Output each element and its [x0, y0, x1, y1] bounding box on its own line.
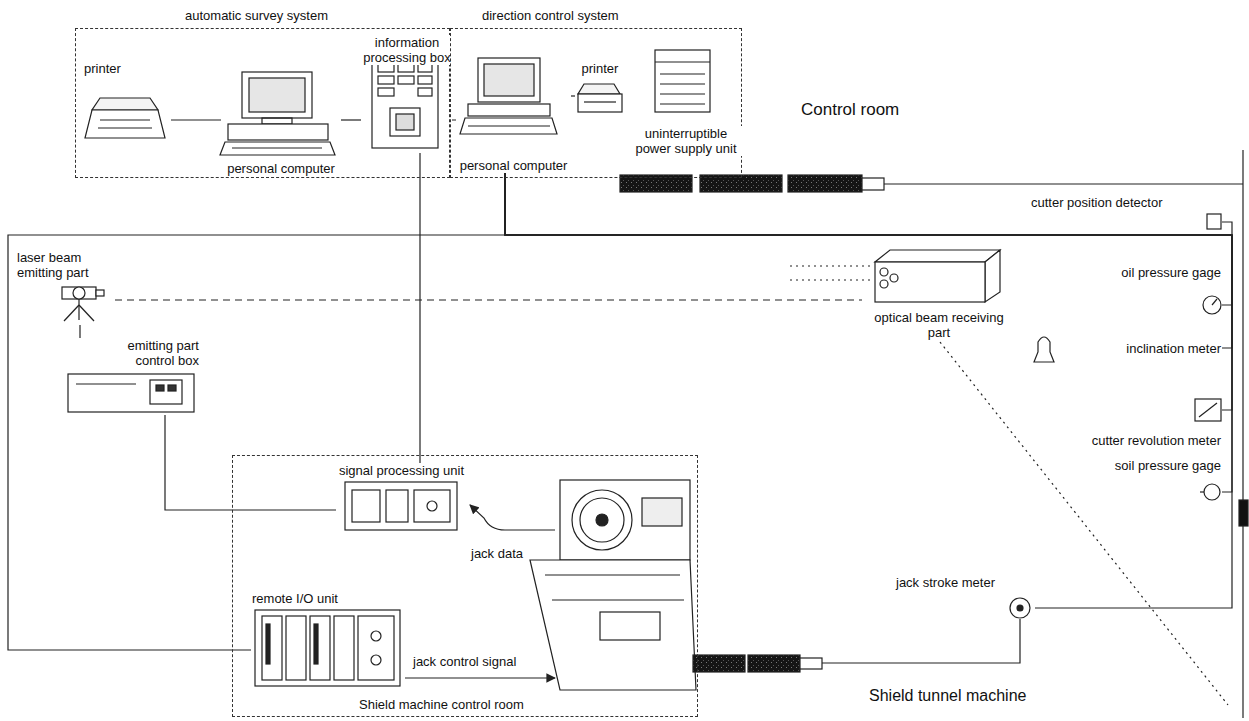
device-label: remote I/O unit [251, 591, 339, 606]
signal-wire [8, 173, 505, 650]
group-title: Shield machine control room [358, 697, 525, 712]
device-node: cutter revolution meter [1075, 395, 1222, 448]
cutter-face [1239, 500, 1248, 526]
machine-label: Shield tunnel machine [868, 686, 1027, 705]
signal-wire [171, 119, 221, 120]
machine-wall [1242, 150, 1243, 718]
device-label: emitting part control box [103, 338, 200, 368]
device-node: information processing box [361, 35, 453, 153]
device-node: cutter position detector [1030, 195, 1222, 230]
jack-data-arrow [470, 505, 555, 530]
device-label: cutter position detector [1030, 195, 1164, 210]
device-label: jack stroke meter [895, 575, 996, 590]
device-label: printer [581, 61, 620, 76]
detector-icon [1207, 214, 1221, 229]
device-node: jack stroke meter [895, 575, 1035, 625]
stroke-meter-icon [1010, 598, 1030, 618]
signal-wire [505, 173, 1232, 608]
signal-wire [452, 119, 456, 120]
device-node: optical beam receiving part [862, 245, 1016, 340]
device-node: personal computer [456, 51, 571, 173]
device-label: personal computer [459, 158, 569, 173]
group-region: printer personal computer information proc… [75, 28, 450, 178]
device-label: uninterruptible power supply unit [629, 126, 743, 156]
device-label: printer [83, 61, 122, 76]
laser-emitter-icon [62, 287, 104, 321]
device-label: soil pressure gage [1114, 458, 1222, 473]
printer-icon [578, 84, 622, 112]
device-node: remote I/O unit [251, 591, 406, 691]
device-label: optical beam receiving part [862, 310, 1016, 340]
gauge-icon [1200, 484, 1220, 500]
device-node: emitting part control box [60, 338, 200, 415]
group-region: personal computer printer uninterruptible … [450, 28, 742, 178]
processing-box-icon [372, 58, 438, 148]
signal-wire [505, 173, 1232, 348]
device-node: personal computer [221, 69, 341, 176]
signal-label: jack control signal [412, 654, 517, 670]
device-node: uninterruptible power supply unit [629, 41, 743, 156]
gauge-icon [1203, 296, 1221, 314]
device-node: soil pressure gage [1095, 458, 1222, 508]
group-title: automatic survey system [184, 8, 329, 23]
signal-wire [341, 119, 361, 120]
signal-wire [165, 415, 336, 510]
device-node: laser beam emitting part [16, 250, 115, 325]
beam-dotted [790, 266, 1228, 705]
computer-icon [460, 58, 557, 134]
jack-bar [693, 619, 1020, 672]
device-node: printer [575, 61, 625, 121]
printer-icon [85, 98, 165, 138]
remote-io-icon [255, 610, 400, 686]
group-title: direction control system [481, 8, 620, 23]
signal-wire [79, 325, 80, 338]
signal-wire [419, 153, 420, 463]
room-label: Control room [800, 100, 900, 120]
signal-unit-icon [345, 482, 457, 530]
device-label: personal computer [226, 161, 336, 176]
jack-signal-arrow [405, 677, 555, 678]
device-label: inclination meter [1125, 341, 1222, 356]
signal-label: jack data [470, 546, 524, 562]
device-node: inclination meter [1025, 330, 1222, 366]
device-label: signal processing unit [338, 463, 465, 478]
device-label: laser beam emitting part [16, 250, 115, 280]
device-label: cutter revolution meter [1091, 433, 1222, 448]
device-node: printer [83, 61, 171, 146]
ups-icon [655, 50, 710, 112]
control-console [530, 480, 696, 690]
signal-wire [505, 173, 1232, 492]
signal-wire [505, 173, 1232, 235]
device-label: information processing box [361, 35, 453, 65]
laser-beam [115, 299, 862, 300]
meter-icon [1195, 399, 1221, 421]
device-label: oil pressure gage [1120, 265, 1222, 280]
device-node: oil pressure gage [1065, 265, 1222, 318]
lamp-icon [1034, 337, 1054, 362]
signal-wire [571, 95, 575, 96]
device-node: signal processing unit [336, 463, 467, 536]
control-box-icon [68, 374, 194, 412]
computer-icon [220, 72, 335, 155]
beam-receiver-icon [875, 250, 1000, 302]
group-region: signal processing unit remote I/O unitShi… [232, 455, 698, 717]
signal-wire [505, 173, 1232, 410]
signal-wire [505, 173, 1232, 305]
